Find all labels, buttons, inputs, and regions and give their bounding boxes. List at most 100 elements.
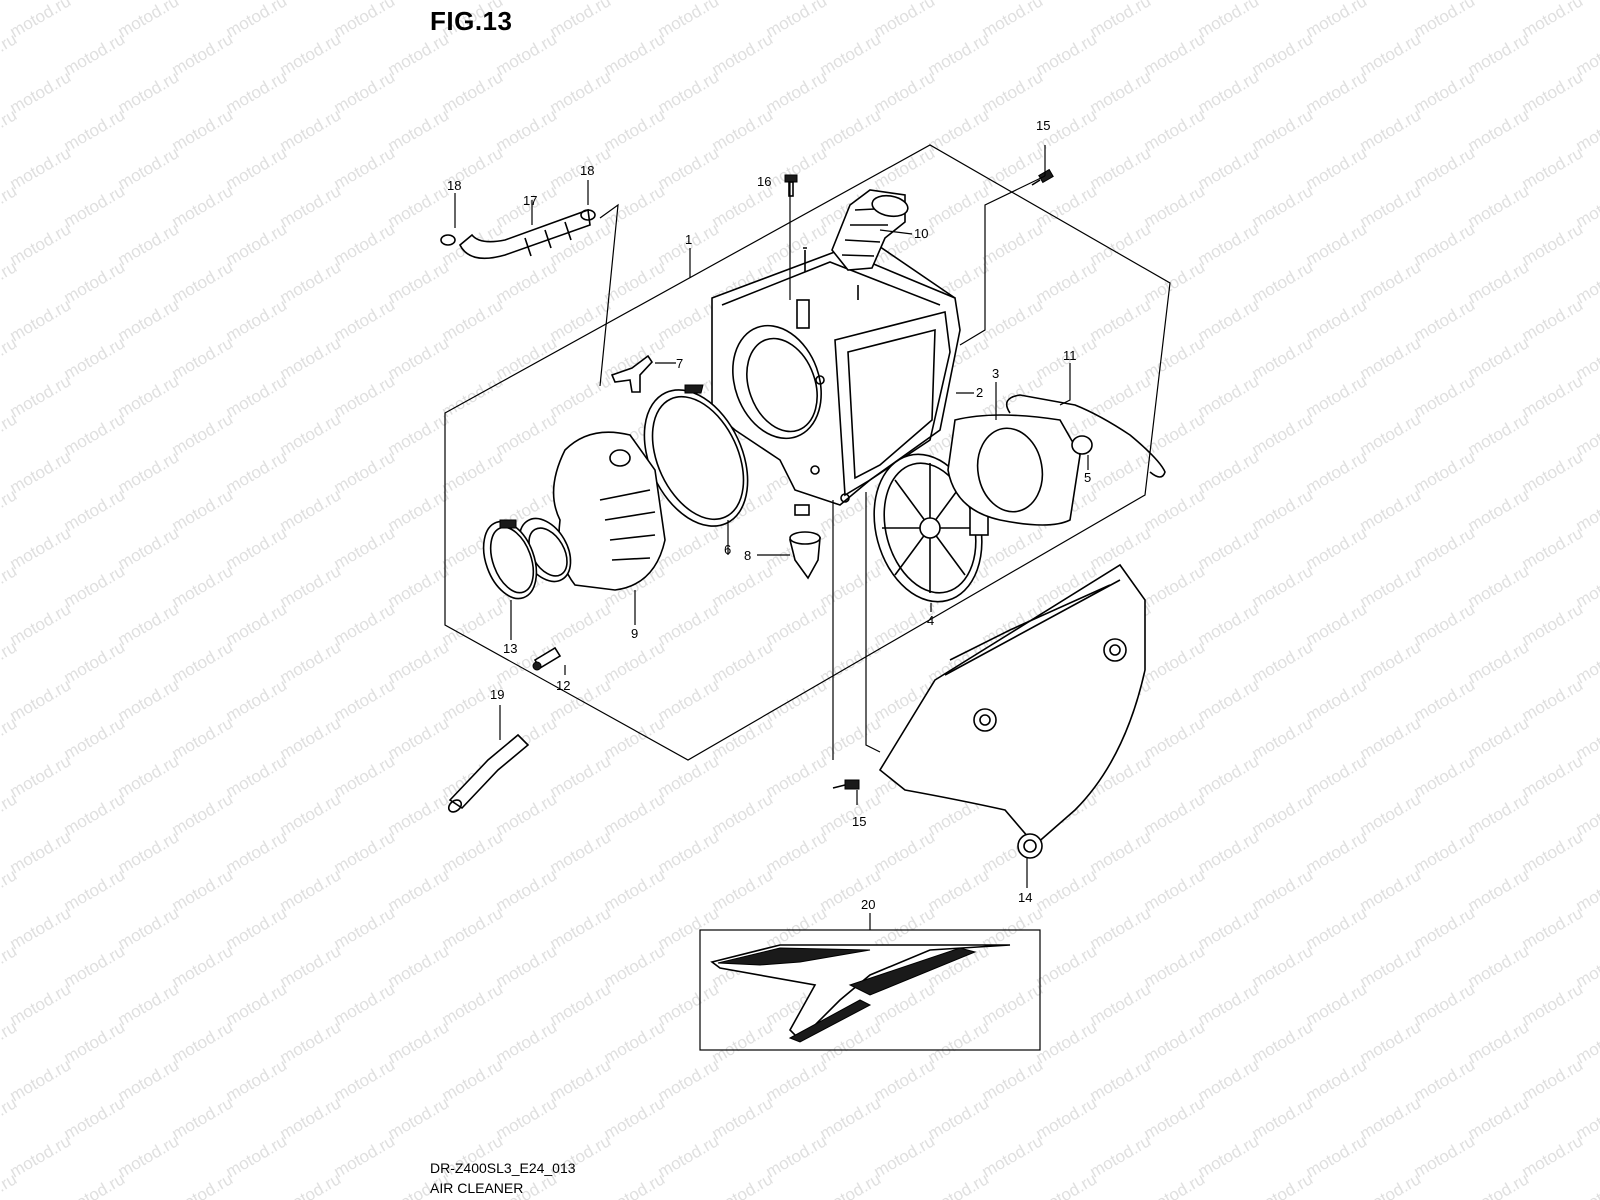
watermark-text: motod.ru <box>1303 143 1371 193</box>
watermark-text: motod.ru <box>277 409 345 459</box>
air-cleaner-case <box>711 239 961 516</box>
watermark-text: motod.ru <box>925 1169 993 1200</box>
watermark-text: motod.ru <box>1465 941 1533 991</box>
watermark-text: motod.ru <box>223 751 291 801</box>
watermark-text: motod.ru <box>1411 599 1479 649</box>
watermark-text: motod.ru <box>1519 675 1587 725</box>
watermark-text: motod.ru <box>1519 0 1587 41</box>
watermark-text: motod.ru <box>871 1055 939 1105</box>
watermark-text: motod.ru <box>493 409 561 459</box>
drain-hose <box>447 733 530 813</box>
watermark-text: motod.ru <box>223 1055 291 1105</box>
watermark-text: motod.ru <box>1357 789 1425 839</box>
watermark-text: motod.ru <box>7 1131 75 1181</box>
watermark-text: motod.ru <box>979 979 1047 1029</box>
watermark-text: motod.ru <box>385 637 453 687</box>
watermark-text: motod.ru <box>655 675 723 725</box>
watermark-text: motod.ru <box>817 1169 885 1200</box>
watermark-text: motod.ru <box>1465 1093 1533 1143</box>
watermark-text: motod.ru <box>1357 485 1425 535</box>
watermark-text: motod.ru <box>169 485 237 535</box>
watermark-text: motod.ru <box>1465 561 1533 611</box>
watermark-text: motod.ru <box>1411 447 1479 497</box>
watermark-text: motod.ru <box>61 333 129 383</box>
watermark-text: motod.ru <box>1411 751 1479 801</box>
watermark-text: motod.ru <box>1303 523 1371 573</box>
callout-18-left: 18 <box>447 178 461 193</box>
watermark-text: motod.ru <box>763 827 831 877</box>
watermark-text: motod.ru <box>61 713 129 763</box>
watermark-text: motod.ru <box>763 1131 831 1181</box>
watermark-text: motod.ru <box>1087 143 1155 193</box>
watermark-text: motod.ru <box>1087 219 1155 269</box>
watermark-text: motod.ru <box>115 67 183 117</box>
watermark-text: motod.ru <box>817 789 885 839</box>
watermark-text: motod.ru <box>1195 751 1263 801</box>
watermark-text: motod.ru <box>655 599 723 649</box>
watermark-text: motod.ru <box>277 333 345 383</box>
watermark-text: motod.ru <box>1465 1017 1533 1067</box>
watermark-text: motod.ru <box>1303 827 1371 877</box>
watermark-text: motod.ru <box>979 1055 1047 1105</box>
watermark-text: motod.ru <box>871 1131 939 1181</box>
watermark-text: motod.ru <box>7 447 75 497</box>
watermark-text: motod.ru <box>1249 485 1317 535</box>
watermark-text: motod.ru <box>709 561 777 611</box>
watermark-text: motod.ru <box>1033 29 1101 79</box>
watermark-text: motod.ru <box>1357 29 1425 79</box>
watermark-text: motod.ru <box>1411 1055 1479 1105</box>
watermark-text: motod.ru <box>385 333 453 383</box>
watermark-text: motod.ru <box>493 1093 561 1143</box>
watermark-text: motod.ru <box>1141 257 1209 307</box>
watermark-text: motod.ru <box>277 941 345 991</box>
watermark-text: motod.ru <box>169 333 237 383</box>
watermark-text: motod.ru <box>1195 371 1263 421</box>
watermark-text: motod.ru <box>1573 1169 1600 1200</box>
watermark-text: motod.ru <box>1249 561 1317 611</box>
callout-15-upper: 15 <box>1036 118 1050 133</box>
watermark-text: motod.ru <box>169 865 237 915</box>
watermark-text: motod.ru <box>979 0 1047 41</box>
watermark-text: motod.ru <box>1303 219 1371 269</box>
watermark-text: motod.ru <box>925 865 993 915</box>
watermark-text: motod.ru <box>61 941 129 991</box>
intake-duct <box>831 189 909 271</box>
watermark-text: motod.ru <box>1195 143 1263 193</box>
watermark-text: motod.ru <box>1465 333 1533 383</box>
watermark-text: motod.ru <box>61 1169 129 1200</box>
watermark-text: motod.ru <box>169 1017 237 1067</box>
watermark-text: motod.ru <box>1141 105 1209 155</box>
watermark-text: motod.ru <box>655 979 723 1029</box>
watermark-text: motod.ru <box>1465 1169 1533 1200</box>
watermark-text: motod.ru <box>277 637 345 687</box>
watermark-text: motod.ru <box>169 713 237 763</box>
watermark-text: motod.ru <box>331 979 399 1029</box>
watermark-text: motod.ru <box>817 561 885 611</box>
watermark-text: motod.ru <box>1249 333 1317 383</box>
watermark-text: motod.ru <box>1519 523 1587 573</box>
watermark-text: motod.ru <box>1357 941 1425 991</box>
watermark-text: motod.ru <box>277 105 345 155</box>
watermark-text: motod.ru <box>655 143 723 193</box>
watermark-text: motod.ru <box>1303 751 1371 801</box>
callout-18-right: 18 <box>580 163 594 178</box>
watermark-text: motod.ru <box>331 675 399 725</box>
watermark-text: motod.ru <box>925 29 993 79</box>
watermark-text: motod.ru <box>493 105 561 155</box>
watermark-text: motod.ru <box>1519 295 1587 345</box>
watermark-text: motod.ru <box>1087 371 1155 421</box>
watermark-text: motod.ru <box>1303 295 1371 345</box>
watermark-text: motod.ru <box>1087 1055 1155 1105</box>
callout-16: 16 <box>757 174 771 189</box>
watermark-text: motod.ru <box>1357 105 1425 155</box>
watermark-text: motod.ru <box>1303 371 1371 421</box>
watermark-text: motod.ru <box>1141 637 1209 687</box>
watermark-text: motod.ru <box>655 827 723 877</box>
watermark-text: motod.ru <box>223 599 291 649</box>
figure-title: FIG.13 <box>430 6 513 36</box>
watermark-text: motod.ru <box>1303 1131 1371 1181</box>
watermark-text: motod.ru <box>1411 523 1479 573</box>
watermark-text: motod.ru <box>331 371 399 421</box>
watermark-text: motod.ru <box>709 105 777 155</box>
watermark-text: motod.ru <box>223 675 291 725</box>
